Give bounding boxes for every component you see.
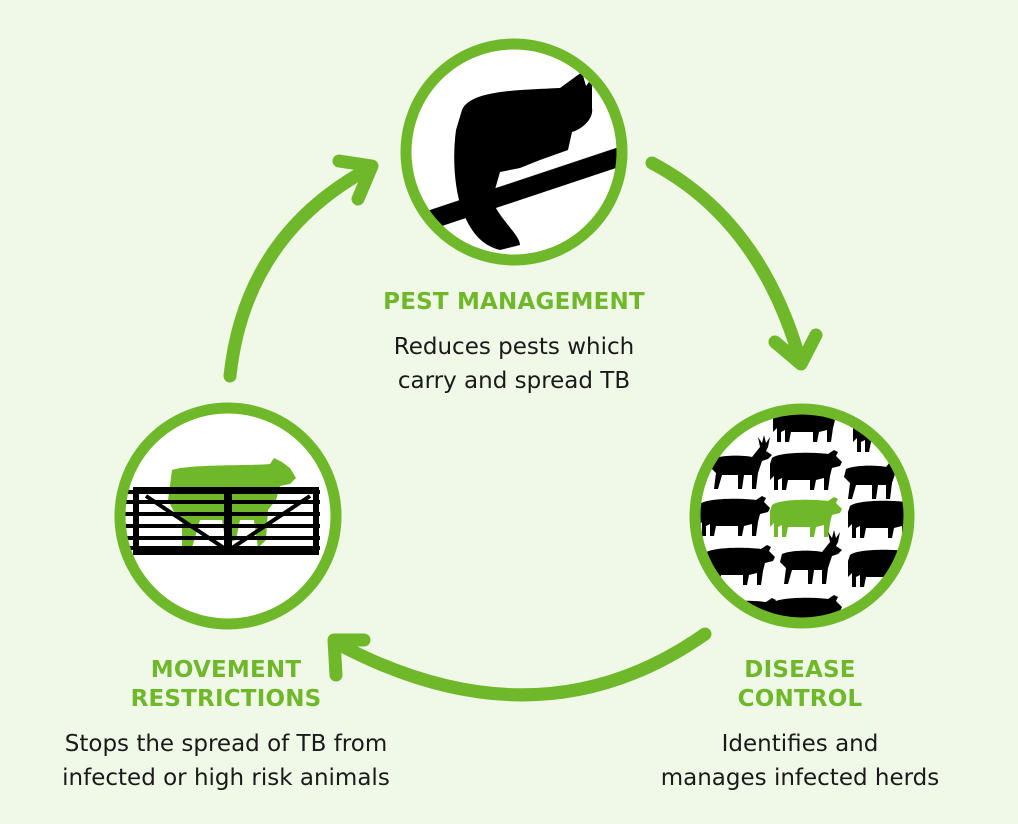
description-line: Reduces pests which (393, 334, 635, 360)
stage-title-pest-management: PEST MANAGEMENT (314, 288, 714, 317)
title-line: CONTROL (737, 686, 863, 712)
possum-on-branch-icon (406, 72, 622, 250)
title-line: PEST MANAGEMENT (383, 289, 645, 315)
title-line: MOVEMENT (150, 657, 302, 683)
disease-control-icon-circle (689, 403, 915, 629)
movement-restrictions-icon-circle (114, 402, 342, 630)
cow-behind-gate-icon (120, 458, 320, 555)
description-line: carry and spread TB (397, 368, 631, 394)
arrow-movement-to-pest (223, 154, 379, 383)
title-line: DISEASE (744, 657, 856, 683)
stage-description-disease-control: Identifies and manages infected herds (620, 727, 980, 795)
stage-description-pest-management: Reduces pests which carry and spread TB (314, 330, 714, 398)
pest-management-icon-circle (400, 38, 628, 266)
stage-title-disease-control: DISEASE CONTROL (650, 656, 950, 714)
description-line: manages infected herds (660, 765, 940, 791)
description-line: Stops the spread of TB from (64, 731, 388, 757)
arrow-pest-to-disease (645, 156, 823, 371)
title-line: RESTRICTIONS (130, 686, 322, 712)
description-line: infected or high risk animals (62, 765, 390, 791)
arrow-disease-to-movement (327, 627, 712, 702)
description-line: Identifies and (721, 731, 879, 757)
stage-description-movement-restrictions: Stops the spread of TB from infected or … (26, 727, 426, 795)
stage-title-movement-restrictions: MOVEMENT RESTRICTIONS (76, 656, 376, 714)
